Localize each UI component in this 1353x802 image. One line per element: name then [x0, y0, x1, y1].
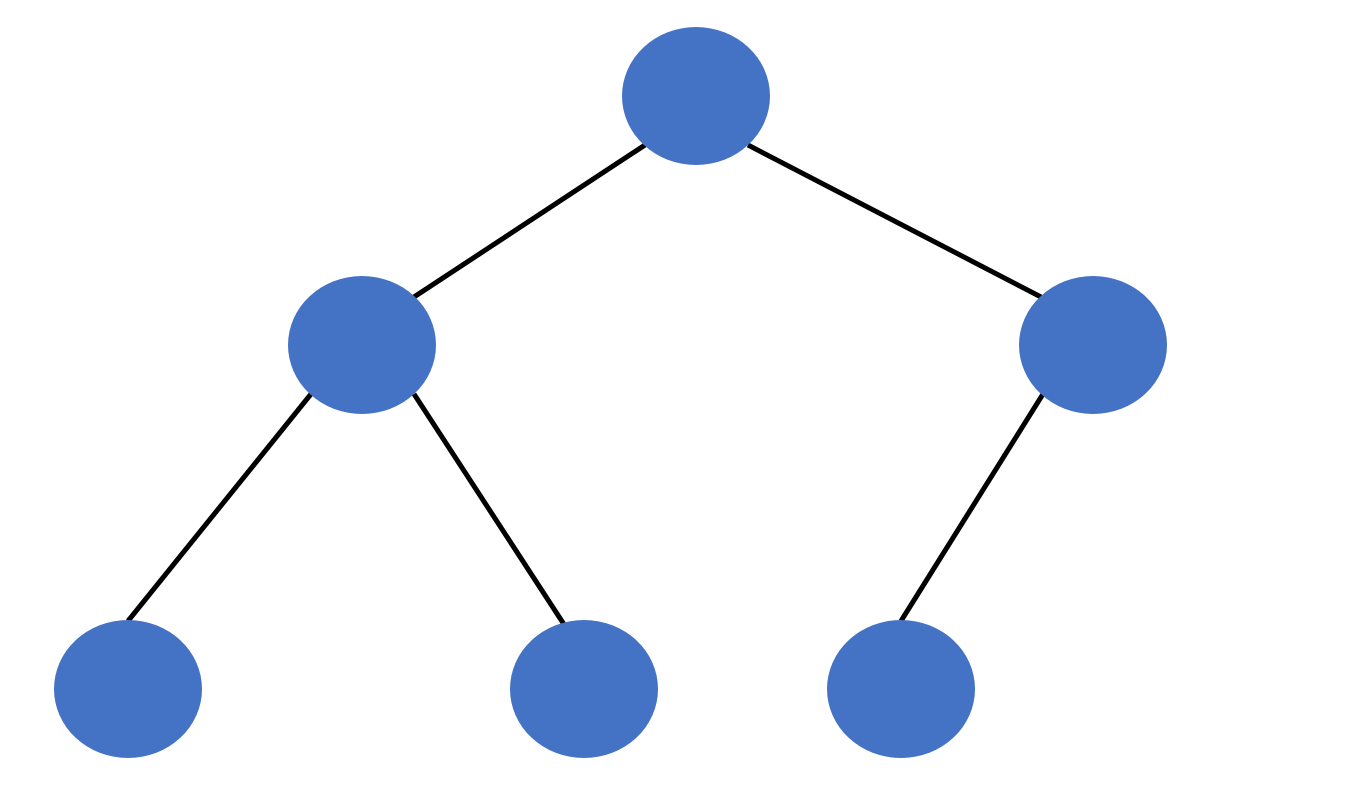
- edge-right-to-right-left: [898, 392, 1046, 623]
- edge-root-to-left: [412, 142, 647, 300]
- edge-root-to-right: [746, 142, 1043, 300]
- tree-node-root: [622, 27, 770, 165]
- tree-nodes: [54, 27, 1167, 758]
- tree-node-left-left: [54, 620, 202, 758]
- edge-left-to-left-left: [126, 392, 313, 623]
- tree-node-left: [288, 276, 436, 414]
- tree-node-right-left: [827, 620, 975, 758]
- tree-node-left-right: [510, 620, 658, 758]
- tree-node-right: [1019, 276, 1167, 414]
- edge-left-to-left-right: [411, 392, 570, 631]
- tree-edges: [126, 142, 1046, 631]
